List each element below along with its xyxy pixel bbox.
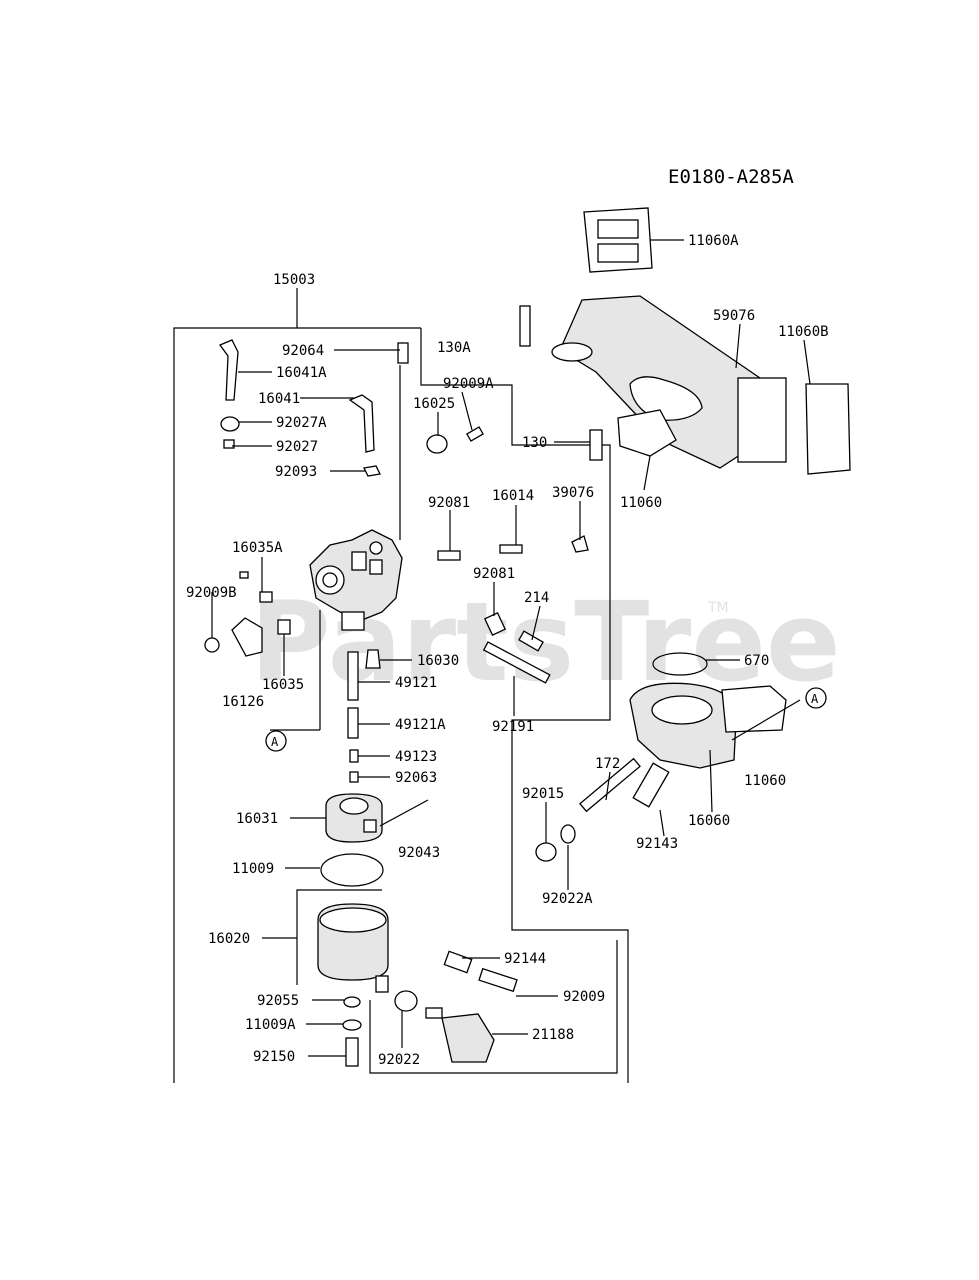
callout-11009: 11009 <box>232 861 274 877</box>
callout-92022: 92022 <box>378 1052 420 1068</box>
callout-92093: 92093 <box>275 464 317 480</box>
callout-92027a: 92027A <box>276 415 327 431</box>
callout-16035a: 16035A <box>232 540 283 556</box>
callout-11060b: 11060B <box>778 324 829 340</box>
callout-16041a: 16041A <box>276 365 327 381</box>
callout-16035: 16035 <box>262 677 304 693</box>
callout-92081-upper: 92081 <box>428 495 470 511</box>
callout-11009a: 11009A <box>245 1017 296 1033</box>
callout-labels: 15003 130A 92064 16041A 16041 92027A 920… <box>186 233 829 1068</box>
callout-92144: 92144 <box>504 951 546 967</box>
callout-214: 214 <box>524 590 549 606</box>
callout-172: 172 <box>595 756 620 772</box>
callout-92009b: 92009B <box>186 585 237 601</box>
watermark-tm: TM <box>707 600 729 616</box>
frame-lines <box>173 288 629 1083</box>
callout-92027: 92027 <box>276 439 318 455</box>
reference-marker-right-label: A <box>811 692 819 706</box>
reference-marker-right: A <box>805 687 827 709</box>
callout-16020: 16020 <box>208 931 250 947</box>
reference-marker-left-label: A <box>271 735 279 749</box>
callout-92022a: 92022A <box>542 891 593 907</box>
callout-59076: 59076 <box>713 308 755 324</box>
callout-15003: 15003 <box>273 272 315 288</box>
callout-16060: 16060 <box>688 813 730 829</box>
callout-11060-bottom: 11060 <box>744 773 786 789</box>
leader-lines <box>211 239 811 1057</box>
callout-92143: 92143 <box>636 836 678 852</box>
carburetor-body <box>309 529 403 631</box>
callout-11060-top: 11060 <box>620 495 662 511</box>
callout-92063: 92063 <box>395 770 437 786</box>
callout-39076: 39076 <box>552 485 594 501</box>
callout-16126: 16126 <box>222 694 264 710</box>
insulator-parts <box>535 652 787 862</box>
callout-92064: 92064 <box>282 343 324 359</box>
callout-49121: 49121 <box>395 675 437 691</box>
throttle-lever-parts <box>204 339 589 783</box>
callout-130: 130 <box>522 435 547 451</box>
callout-49123: 49123 <box>395 749 437 765</box>
callout-130a: 130A <box>437 340 471 356</box>
callout-16031: 16031 <box>236 811 278 827</box>
callout-16041: 16041 <box>258 391 300 407</box>
intake-manifold-parts <box>519 207 851 475</box>
reference-marker-left: A <box>265 730 287 752</box>
callout-49121a: 49121A <box>395 717 446 733</box>
callout-670: 670 <box>744 653 769 669</box>
diagram-code: E0180-A285A <box>668 166 794 188</box>
callout-16014: 16014 <box>492 488 534 504</box>
callout-16025: 16025 <box>413 396 455 412</box>
callout-92055: 92055 <box>257 993 299 1009</box>
callout-92081-lower: 92081 <box>473 566 515 582</box>
callout-92015: 92015 <box>522 786 564 802</box>
callout-16030: 16030 <box>417 653 459 669</box>
callout-92043: 92043 <box>398 845 440 861</box>
float-and-bowl-parts <box>317 793 518 1067</box>
callout-92009: 92009 <box>563 989 605 1005</box>
callout-92009a: 92009A <box>443 376 494 392</box>
callout-21188: 21188 <box>532 1027 574 1043</box>
callout-92191: 92191 <box>492 719 534 735</box>
callout-11060a: 11060A <box>688 233 739 249</box>
callout-92150: 92150 <box>253 1049 295 1065</box>
